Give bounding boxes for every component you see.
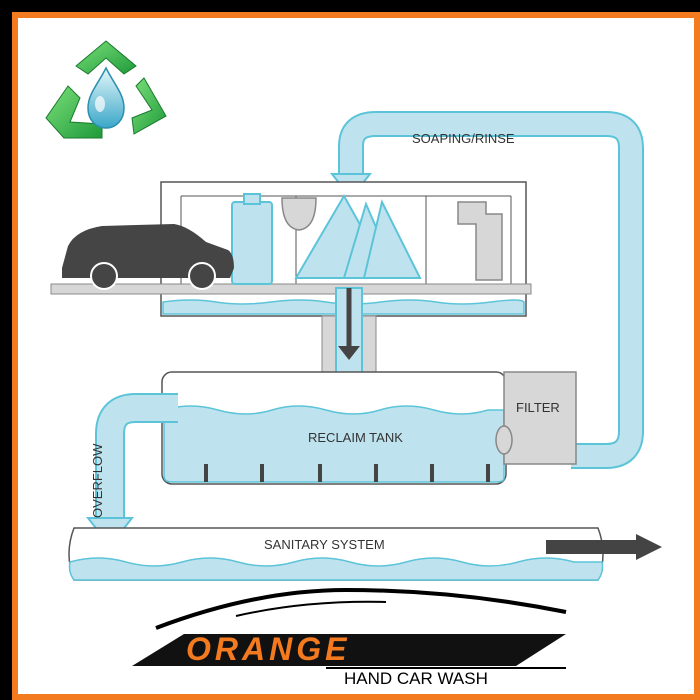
soaping-rinse-label: SOAPING/RINSE xyxy=(412,131,515,146)
overflow-label: OVERFLOW xyxy=(90,443,105,518)
orange-hand-car-wash-logo: ORANGE HAND CAR WASH xyxy=(132,587,567,688)
filter-unit xyxy=(495,371,577,465)
car-icon xyxy=(62,224,234,290)
sanitary-system-label: SANITARY SYSTEM xyxy=(264,537,385,552)
logo-tagline-text: HAND CAR WASH xyxy=(344,669,488,688)
logo-brand-text: ORANGE xyxy=(186,631,350,667)
drain-arrow-icon xyxy=(338,346,360,360)
filter-label: FILTER xyxy=(516,400,560,415)
water-reclaim-diagram: SOAPING/RINSE xyxy=(45,40,662,688)
recycle-water-drop-icon xyxy=(45,40,167,139)
sanitary-pipe xyxy=(68,527,662,581)
sanitary-arrow-icon xyxy=(546,534,662,560)
reclaim-tank-label: RECLAIM TANK xyxy=(308,430,403,445)
diagram-canvas: SOAPING/RINSE xyxy=(12,12,700,700)
reclaim-tank xyxy=(161,371,507,485)
